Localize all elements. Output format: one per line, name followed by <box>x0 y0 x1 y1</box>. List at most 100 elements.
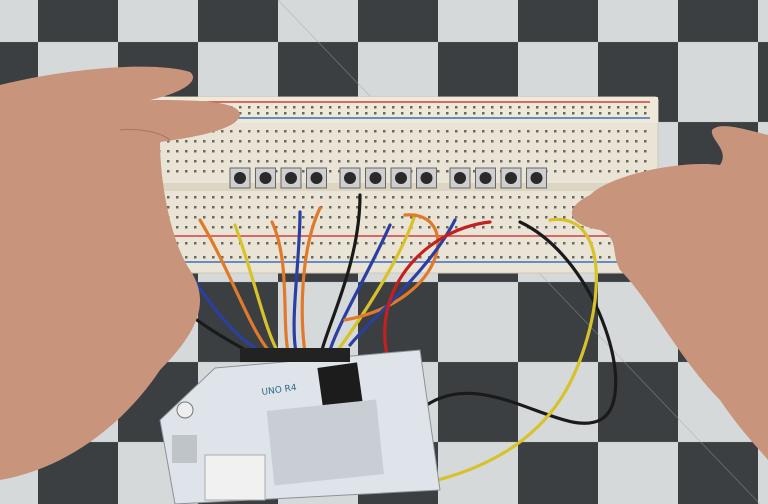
breadboard-hole <box>455 256 458 259</box>
breadboard-hole <box>419 150 422 153</box>
breadboard-hole <box>590 140 593 143</box>
push-button[interactable] <box>306 167 327 189</box>
breadboard-hole <box>518 160 521 163</box>
breadboard-hole <box>356 150 359 153</box>
push-button[interactable] <box>339 167 361 189</box>
push-button[interactable] <box>416 167 437 189</box>
breadboard-hole <box>293 130 296 133</box>
breadboard-hole <box>500 112 503 115</box>
breadboard-hole <box>491 216 494 219</box>
push-button[interactable] <box>280 167 302 189</box>
push-button[interactable] <box>526 167 547 189</box>
board-logo-lettering: UNO R4 <box>261 383 298 398</box>
breadboard-hole <box>284 140 287 143</box>
breadboard-hole <box>464 196 467 199</box>
breadboard-hole <box>392 106 395 109</box>
breadboard-hole <box>581 170 584 173</box>
breadboard-hole <box>338 216 341 219</box>
breadboard-hole <box>185 140 188 143</box>
breadboard-hole <box>509 242 512 245</box>
breadboard-hole <box>644 140 647 143</box>
breadboard-hole <box>635 130 638 133</box>
breadboard-hole <box>239 150 242 153</box>
breadboard-hole <box>275 242 278 245</box>
breadboard-hole <box>401 140 404 143</box>
breadboard-hole <box>572 226 575 229</box>
push-button[interactable] <box>390 167 412 189</box>
breadboard-hole <box>455 112 458 115</box>
breadboard-hole <box>581 130 584 133</box>
breadboard-hole <box>311 130 314 133</box>
breadboard-hole <box>554 216 557 219</box>
breadboard-hole <box>221 196 224 199</box>
breadboard-hole <box>320 160 323 163</box>
breadboard-hole <box>257 150 260 153</box>
breadboard-hole <box>203 206 206 209</box>
breadboard-hole <box>446 112 449 115</box>
breadboard-hole <box>185 206 188 209</box>
breadboard-hole <box>482 226 485 229</box>
push-button[interactable] <box>229 167 251 189</box>
breadboard-hole <box>563 106 566 109</box>
breadboard-hole <box>464 130 467 133</box>
push-button[interactable] <box>449 167 471 189</box>
breadboard-hole <box>473 170 476 173</box>
breadboard-hole <box>266 106 269 109</box>
breadboard-hole <box>257 206 260 209</box>
breadboard-hole <box>329 150 332 153</box>
breadboard-hole <box>644 112 647 115</box>
breadboard-hole <box>185 150 188 153</box>
breadboard-hole <box>482 140 485 143</box>
breadboard-hole <box>617 140 620 143</box>
breadboard-hole <box>257 112 260 115</box>
breadboard-hole <box>338 206 341 209</box>
breadboard-hole <box>599 140 602 143</box>
push-button[interactable] <box>255 167 276 189</box>
breadboard-hole <box>347 196 350 199</box>
breadboard-hole <box>572 150 575 153</box>
push-button[interactable] <box>365 167 386 189</box>
breadboard-hole <box>383 140 386 143</box>
breadboard-hole <box>392 226 395 229</box>
breadboard-hole <box>266 226 269 229</box>
breadboard-hole <box>194 170 197 173</box>
push-button[interactable] <box>500 167 522 189</box>
breadboard-hole <box>230 140 233 143</box>
breadboard-hole <box>401 256 404 259</box>
breadboard-hole <box>437 226 440 229</box>
breadboard-hole <box>230 130 233 133</box>
breadboard-hole <box>626 140 629 143</box>
breadboard-hole <box>401 130 404 133</box>
breadboard-hole <box>590 130 593 133</box>
breadboard-hole <box>275 130 278 133</box>
breadboard-hole <box>617 170 620 173</box>
breadboard-hole <box>302 206 305 209</box>
breadboard-hole <box>446 196 449 199</box>
breadboard-hole <box>428 206 431 209</box>
push-button[interactable] <box>475 167 496 189</box>
breadboard-hole <box>248 150 251 153</box>
breadboard-hole <box>482 216 485 219</box>
breadboard-hole <box>509 160 512 163</box>
breadboard-hole <box>554 112 557 115</box>
breadboard-hole <box>635 140 638 143</box>
breadboard-hole <box>545 206 548 209</box>
breadboard-hole <box>176 150 179 153</box>
breadboard-hole <box>500 206 503 209</box>
breadboard-hole <box>590 112 593 115</box>
breadboard-hole <box>599 160 602 163</box>
breadboard-hole <box>500 150 503 153</box>
breadboard-hole <box>428 160 431 163</box>
breadboard-hole <box>266 130 269 133</box>
breadboard-hole <box>608 106 611 109</box>
breadboard-hole <box>428 112 431 115</box>
breadboard-hole <box>221 140 224 143</box>
breadboard-hole <box>365 140 368 143</box>
breadboard-hole <box>464 160 467 163</box>
breadboard-hole <box>239 140 242 143</box>
breadboard-hole <box>527 160 530 163</box>
reset-button <box>176 401 194 419</box>
breadboard-hole <box>455 226 458 229</box>
breadboard-hole <box>167 206 170 209</box>
breadboard-hole <box>635 160 638 163</box>
